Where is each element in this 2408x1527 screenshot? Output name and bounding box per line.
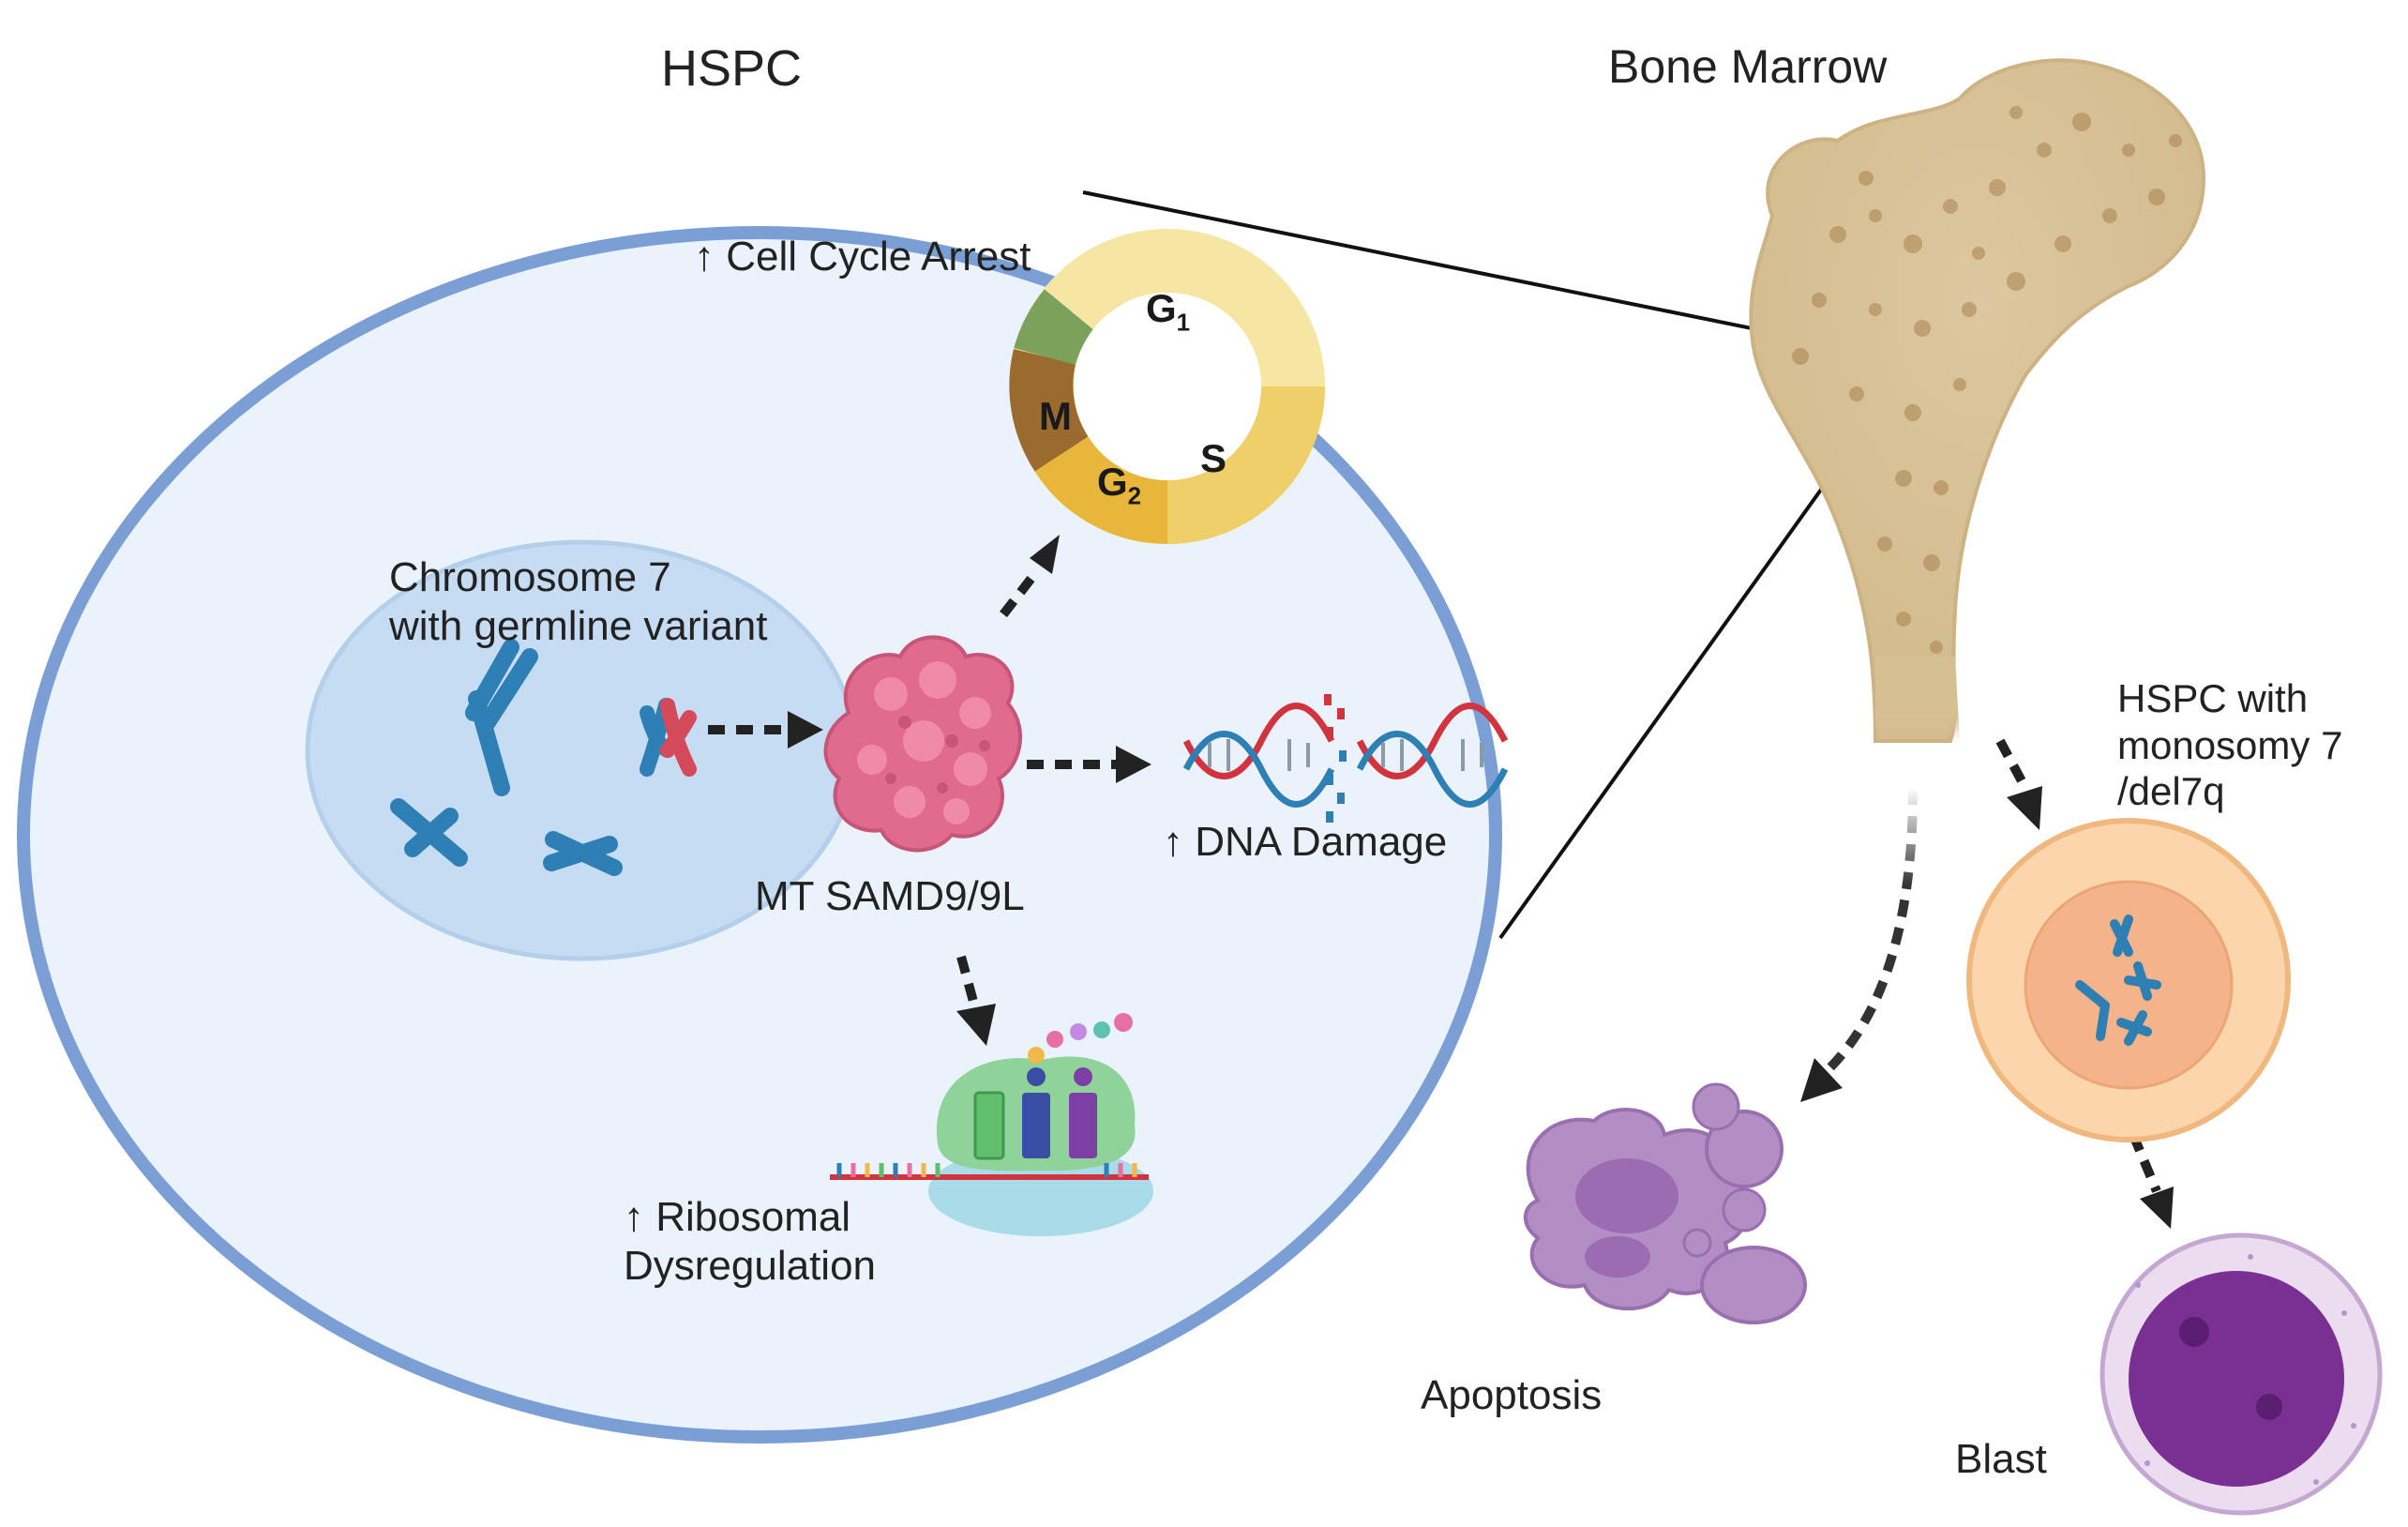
arrow-chromosome-to-protein [708, 711, 823, 748]
blast-label: Blast [1955, 1436, 2047, 1482]
ribosomal-line2: Dysregulation [624, 1242, 877, 1289]
bone-marrow-label: Bone Marrow [1608, 40, 1888, 93]
arrow-monosomy-to-blast [2129, 1133, 2174, 1229]
hspc-monosomy-line2: monosomy 7 [2117, 722, 2343, 767]
femur-bone [1749, 58, 2206, 743]
hspc-monosomy-line1: HSPC with [2117, 676, 2309, 720]
apoptotic-cell [1523, 1082, 1807, 1324]
chromosome-7-label: Chromosome 7 with germline variant [389, 553, 768, 651]
blast-cell [2099, 1232, 2383, 1516]
ribosomal-line1: ↑ Ribosomal [624, 1194, 851, 1240]
samd9-protein [823, 635, 1023, 853]
dna-helix-icons [1182, 694, 1509, 823]
arrow-bone-to-apoptosis [1800, 787, 1918, 1102]
phase-g2-label: G2 [1097, 460, 1142, 510]
arrow-bone-to-monosomy-cell [1995, 738, 2042, 830]
dna-damage-label: ↑ DNA Damage [1163, 819, 1448, 865]
hspc-monosomy-label: HSPC with monosomy 7 /del7q [2117, 675, 2342, 815]
cell-cycle-arrest-label: ↑ Cell Cycle Arrest [694, 234, 1031, 280]
cell-cycle-ring [1009, 229, 1325, 544]
ribosomal-dysregulation-label: ↑ Ribosomal Dysregulation [624, 1193, 876, 1291]
mt-samd9-label: MT SAMD9/9L [755, 873, 1025, 919]
phase-g1-label: G1 [1146, 286, 1191, 337]
hspc-monosomy-cell [1966, 818, 2291, 1142]
hspc-title: HSPC [661, 40, 803, 97]
ribosome-icon [830, 1013, 1153, 1236]
hspc-monosomy-line3: /del7q [2117, 769, 2225, 814]
phase-s-label: S [1200, 436, 1227, 480]
arrow-protein-to-ribosome [956, 955, 996, 1046]
chromosome-7-line1: Chromosome 7 [389, 554, 671, 600]
arrow-protein-to-cell-cycle [1000, 535, 1060, 618]
chromosome-icons [390, 639, 697, 876]
chromosome-7-line2: with germline variant [389, 602, 768, 649]
apoptosis-label: Apoptosis [1421, 1372, 1603, 1418]
phase-m-label: M [1039, 394, 1072, 438]
arrow-protein-to-dna [1027, 746, 1151, 783]
